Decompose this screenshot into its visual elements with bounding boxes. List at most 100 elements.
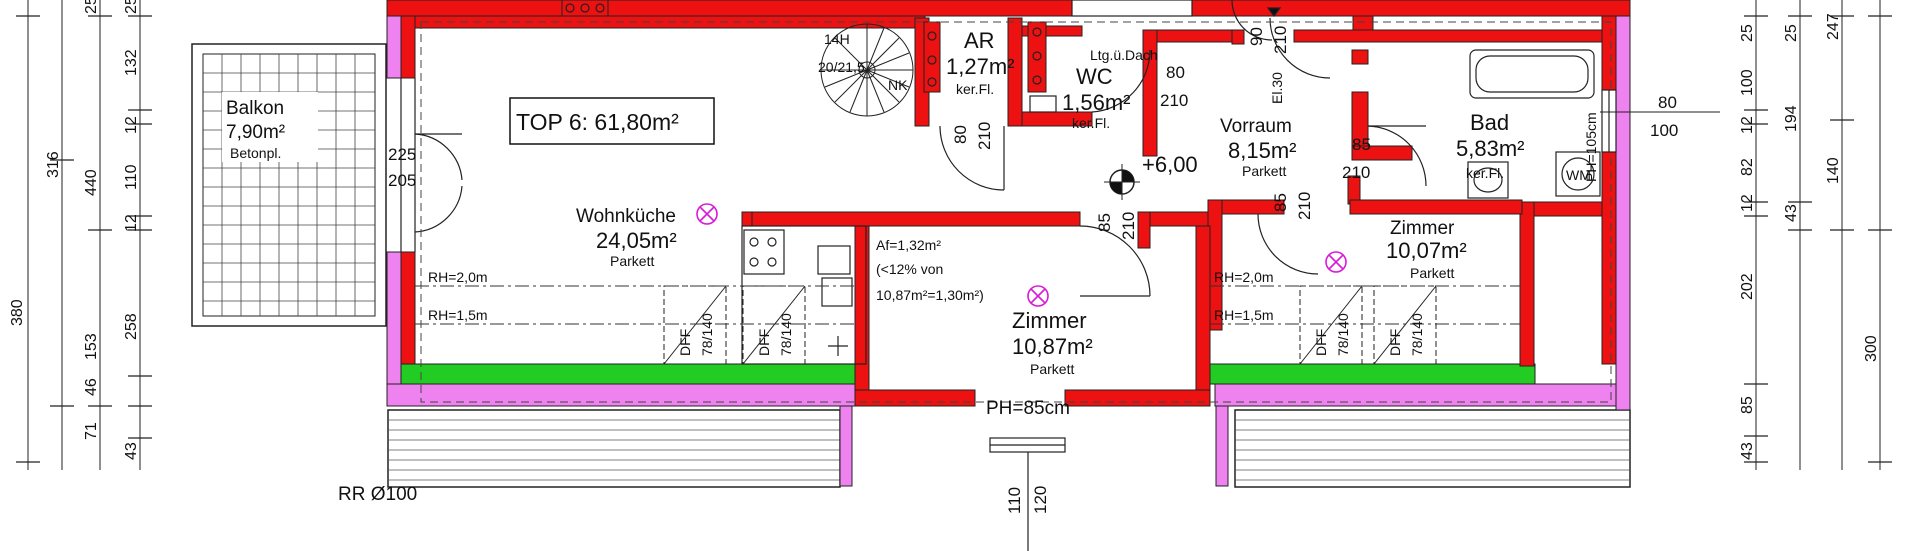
dff-4: DFF: [1387, 329, 1403, 356]
room-height-lines: [415, 285, 1520, 325]
dim-right-c4-0: 300: [1863, 335, 1880, 362]
zimmer-right-door: [1257, 213, 1319, 275]
vorraum-floor: Parkett: [1242, 163, 1286, 179]
washbasin: [1467, 161, 1509, 199]
stair-ratio: 20/21,5: [818, 59, 865, 75]
bottom-win-h: 120: [1031, 486, 1050, 514]
dff-3: DFF: [1313, 329, 1329, 356]
dff-3-size: 78/140: [1335, 313, 1351, 356]
dim-right-c1-6: 85: [1739, 396, 1756, 414]
brick-base-left: [387, 409, 841, 488]
dff-2-size: 78/140: [778, 313, 794, 356]
zimmer-door: [1079, 225, 1151, 297]
dimension-ticks: [16, 15, 1892, 463]
bottom-window: [989, 437, 1066, 551]
wc-floor: ker.Fl.: [1072, 115, 1110, 131]
ar-area: 1,27m²: [946, 54, 1014, 79]
dim-left-c2-2: 258: [123, 313, 140, 340]
wohnkueche-floor: Parkett: [610, 253, 654, 269]
dim-left-c1-2: 12: [123, 116, 140, 134]
balcony-door: [400, 78, 463, 252]
dim-left-c1-3: 110: [123, 164, 140, 190]
dff-4-size: 78/140: [1409, 313, 1425, 356]
zimmer-right-area: 10,07m²: [1386, 238, 1467, 263]
dim-left-c1-8: 43: [123, 442, 140, 460]
brick-base-right: [1234, 409, 1631, 488]
stair-nk: NK: [888, 77, 908, 93]
zimmer-mid-name: Zimmer: [1012, 308, 1087, 333]
bad-door: [1367, 125, 1427, 187]
dim-left-c3-1: 380: [9, 299, 26, 326]
dim-left-c3-0: 316: [45, 151, 62, 178]
smoke-detector-icon: [696, 203, 1347, 307]
wc-door-h: 210: [1160, 91, 1188, 110]
wc-bowl: [1029, 95, 1057, 113]
balkon-door-w: 225: [388, 145, 416, 164]
spiral-stair: [820, 23, 914, 117]
dff-1-size: 78/140: [699, 313, 715, 356]
vorraum-name: Vorraum: [1220, 116, 1292, 137]
ar-door-w: 80: [951, 125, 970, 144]
rh-15-left: RH=1,5m: [428, 307, 488, 323]
el-label: El.30: [1269, 72, 1285, 104]
dim-right-c3-1: 140: [1825, 157, 1842, 184]
wohnkueche-name: Wohnküche: [576, 206, 676, 227]
rh-20-right: RH=2,0m: [1214, 269, 1274, 285]
dim-right-c1-7: 43: [1739, 442, 1756, 460]
af-note-3: 10,87m²=1,30m²): [876, 287, 984, 303]
dff-2: DFF: [756, 329, 772, 356]
zimmer-right-floor: Parkett: [1410, 265, 1454, 281]
labels: TOP 6: 61,80m² +6,00 Balkon 7,90m² Beton…: [9, 0, 1880, 514]
level-mark: +6,00: [1142, 152, 1198, 177]
dim-left-c2-0: 25: [83, 0, 100, 14]
level-marker: [1104, 164, 1140, 200]
balkon-name: Balkon: [226, 98, 284, 119]
entry-h: 210: [1271, 26, 1290, 54]
rr-label: RR Ø100: [338, 484, 417, 505]
zimmer-right-name: Zimmer: [1390, 218, 1455, 239]
ar-name: AR: [964, 28, 995, 53]
dim-left-c1-7: 71: [83, 422, 100, 440]
entry-door: [1071, 0, 1331, 79]
washing-machine: [1555, 151, 1601, 197]
wohnkueche-area: 24,05m²: [596, 228, 677, 253]
apartment-label-box: [509, 97, 715, 145]
dim-right-c1-2: 12: [1739, 116, 1756, 134]
dim-left-c1-0: 25: [123, 0, 140, 14]
rh-15-right: RH=1,5m: [1214, 307, 1274, 323]
rh-20-left: RH=2,0m: [428, 269, 488, 285]
dim-right-c2-1: 194: [1783, 105, 1800, 132]
zimmer-door-h: 210: [1119, 212, 1138, 240]
bad-name: Bad: [1470, 110, 1509, 135]
balcony: [191, 43, 387, 327]
stair-steps: 14H: [824, 31, 850, 47]
dim-left-c1-5: 153: [83, 333, 100, 360]
dim-right-c1-1: 100: [1739, 69, 1756, 96]
dff-1: DFF: [677, 329, 693, 356]
dim-left-c1-6: 46: [83, 378, 100, 396]
vorraum-door-w: 85: [1352, 135, 1371, 154]
dim-right-c1-3: 82: [1739, 158, 1756, 176]
wc-door: [1091, 49, 1151, 113]
bad-floor: ker.Fl.: [1466, 165, 1504, 181]
ph-zimmer: PH=85cm: [986, 398, 1070, 419]
af-note-1: Af=1,32m²: [876, 237, 941, 253]
roof-edge-band: [400, 363, 1536, 385]
wc-door-w: 80: [1166, 63, 1185, 82]
zimmer-mid-area: 10,87m²: [1012, 334, 1093, 359]
wc-area: 1,56m²: [1062, 90, 1130, 115]
zimmer-r-door-w: 85: [1271, 193, 1290, 212]
ph-bad: PH=105cm: [1583, 112, 1599, 182]
dim-right-c2-2: 43: [1783, 204, 1800, 222]
ar-door-h: 210: [975, 122, 994, 150]
dim-right-c2-0: 25: [1783, 24, 1800, 42]
bad-win-w: 80: [1658, 93, 1677, 112]
wm-label: WM: [1566, 167, 1591, 183]
dim-left-c1-1: 132: [123, 49, 140, 76]
hidden-lines: [420, 21, 1612, 403]
dim-right-c1-5: 202: [1739, 273, 1756, 300]
wc-name: WC: [1076, 64, 1113, 89]
bathtub: [1469, 49, 1595, 99]
apartment-label: TOP 6: 61,80m²: [516, 109, 679, 135]
